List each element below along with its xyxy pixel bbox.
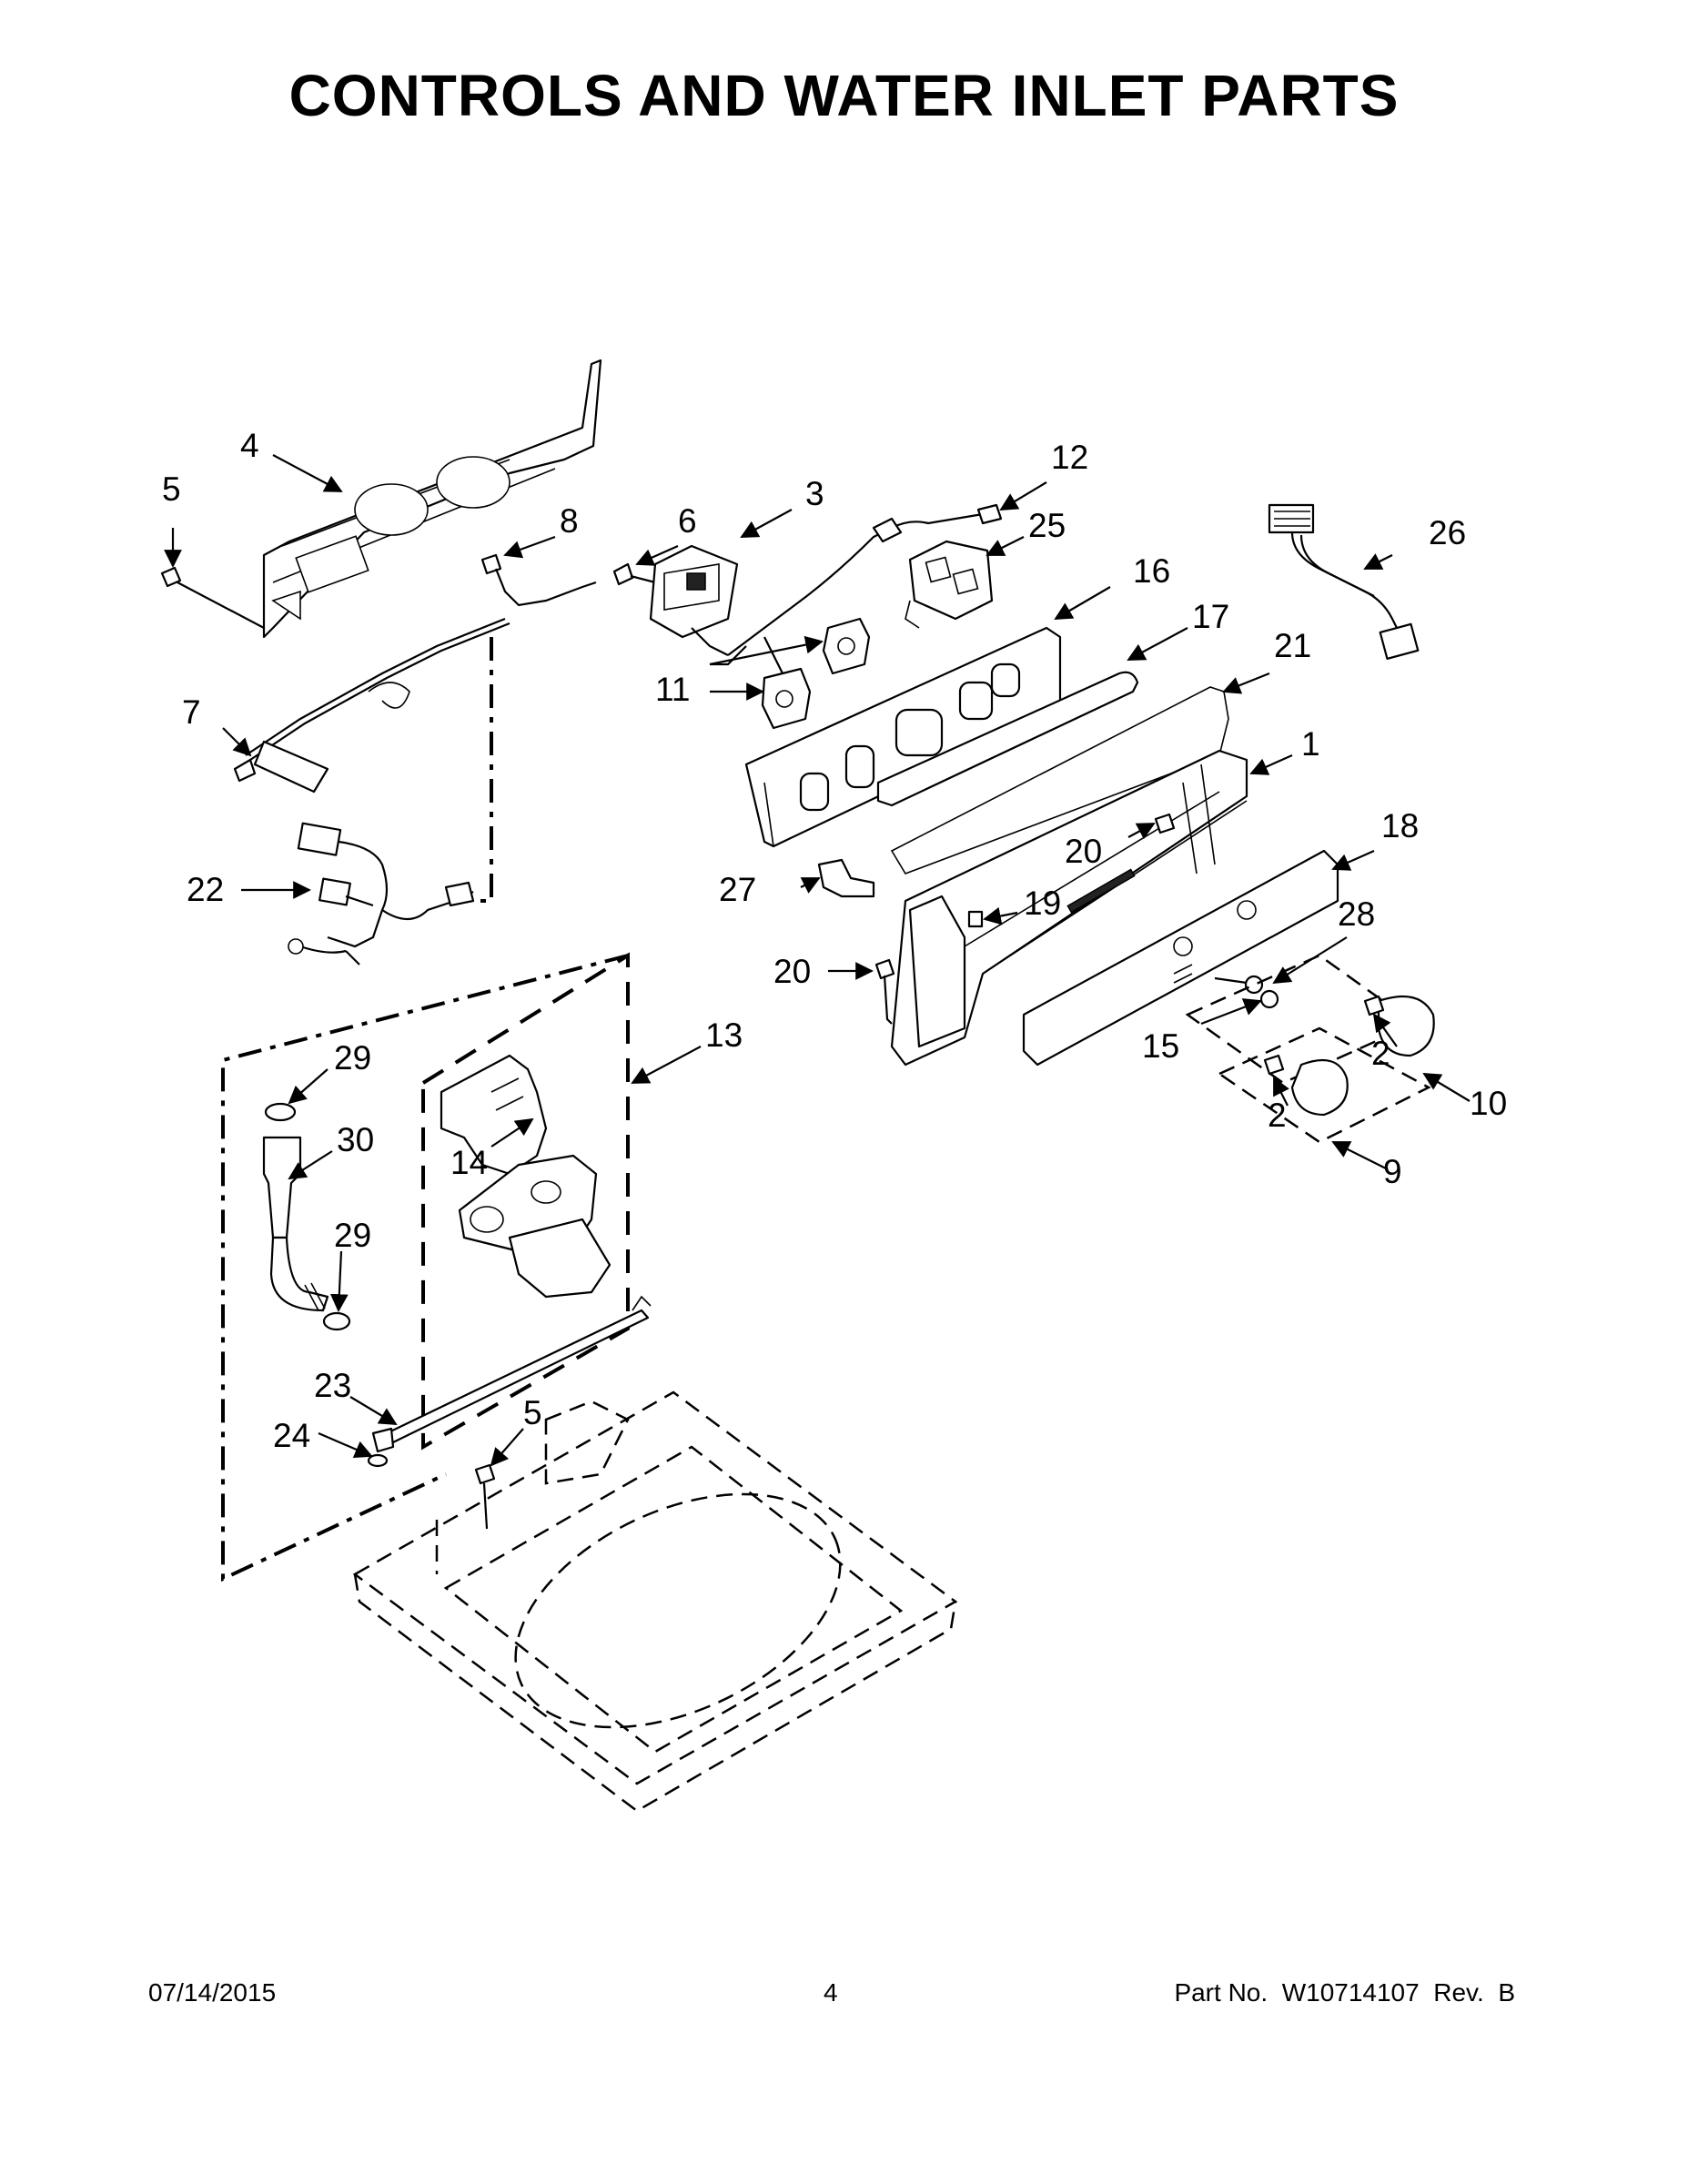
footer-page-number: 4	[824, 1978, 838, 2007]
callout-label: 6	[678, 502, 697, 540]
callout-label: 5	[523, 1394, 542, 1431]
callout-label: 9	[1383, 1153, 1402, 1190]
water-valve-assembly	[421, 952, 630, 1451]
callout-label: 8	[560, 502, 579, 540]
spring-clip	[1214, 976, 1248, 985]
callout-label: 2	[1268, 1097, 1287, 1134]
screw	[474, 1463, 496, 1530]
callout-label: 13	[705, 1016, 743, 1054]
callout-label: 16	[1133, 552, 1170, 590]
callout-label: 30	[337, 1121, 374, 1158]
wire-harness	[233, 553, 597, 794]
console-panel	[744, 626, 1062, 848]
callout-label: 29	[334, 1039, 371, 1077]
clip	[817, 858, 875, 898]
footer-date: 07/14/2015	[148, 1978, 277, 2007]
callout-label: 21	[1274, 627, 1311, 664]
selector-switches	[761, 617, 871, 730]
callout-leaders	[164, 454, 1471, 1467]
callout-label: 14	[450, 1144, 488, 1181]
callout-label: 10	[1470, 1085, 1507, 1122]
callout-label: 22	[187, 871, 224, 908]
callout-label: 4	[240, 427, 259, 464]
wire-harness	[1268, 503, 1420, 660]
console-overlay	[1022, 849, 1339, 1067]
switch-bracket	[905, 540, 994, 629]
callout-label: 25	[1028, 507, 1066, 544]
callout-label: 11	[655, 671, 690, 708]
fill-tube	[367, 1295, 652, 1468]
screw	[874, 958, 895, 1025]
washer	[1259, 989, 1279, 1009]
callout-label: 3	[805, 475, 824, 512]
callout-labels: 4 5 8 6 3 12 25 16 17 21 1 18 26 11 7 22…	[162, 427, 1507, 1454]
page-title: CONTROLS AND WATER INLET PARTS	[288, 63, 1400, 128]
callout-label: 17	[1192, 598, 1229, 635]
callout-label: 15	[1142, 1027, 1179, 1065]
callout-label: 23	[314, 1367, 351, 1404]
dash-dot-leader	[221, 954, 629, 1582]
washer	[1244, 975, 1264, 995]
dash-dot-leader	[473, 637, 493, 903]
control-board	[612, 544, 739, 656]
callout-label: 20	[773, 953, 811, 990]
wiring-harness	[288, 822, 475, 966]
screw	[1154, 813, 1176, 834]
callout-label: 7	[182, 693, 201, 731]
small-bracket	[967, 910, 984, 928]
screw	[160, 566, 265, 629]
callout-label: 20	[1065, 833, 1102, 870]
callout-label: 2	[1371, 1035, 1390, 1072]
callout-label: 24	[273, 1417, 310, 1454]
rear-console-panel	[262, 359, 602, 639]
callout-label: 28	[1338, 895, 1375, 933]
callout-label: 26	[1429, 514, 1466, 551]
footer-part-number: Part No. W10714107 Rev. B	[1174, 1978, 1515, 2007]
trim-strip	[876, 671, 1139, 807]
callout-label: 1	[1301, 725, 1320, 763]
callout-label: 27	[719, 871, 756, 908]
wire-harness	[710, 503, 1003, 674]
console-back	[890, 686, 1229, 875]
callout-label: 29	[334, 1217, 371, 1254]
callout-label: 19	[1024, 885, 1061, 922]
callout-label: 18	[1381, 807, 1419, 844]
console-housing	[890, 749, 1248, 1067]
callout-label: 5	[162, 470, 181, 508]
callout-label: 12	[1051, 439, 1088, 476]
washer-top	[352, 1390, 958, 1813]
